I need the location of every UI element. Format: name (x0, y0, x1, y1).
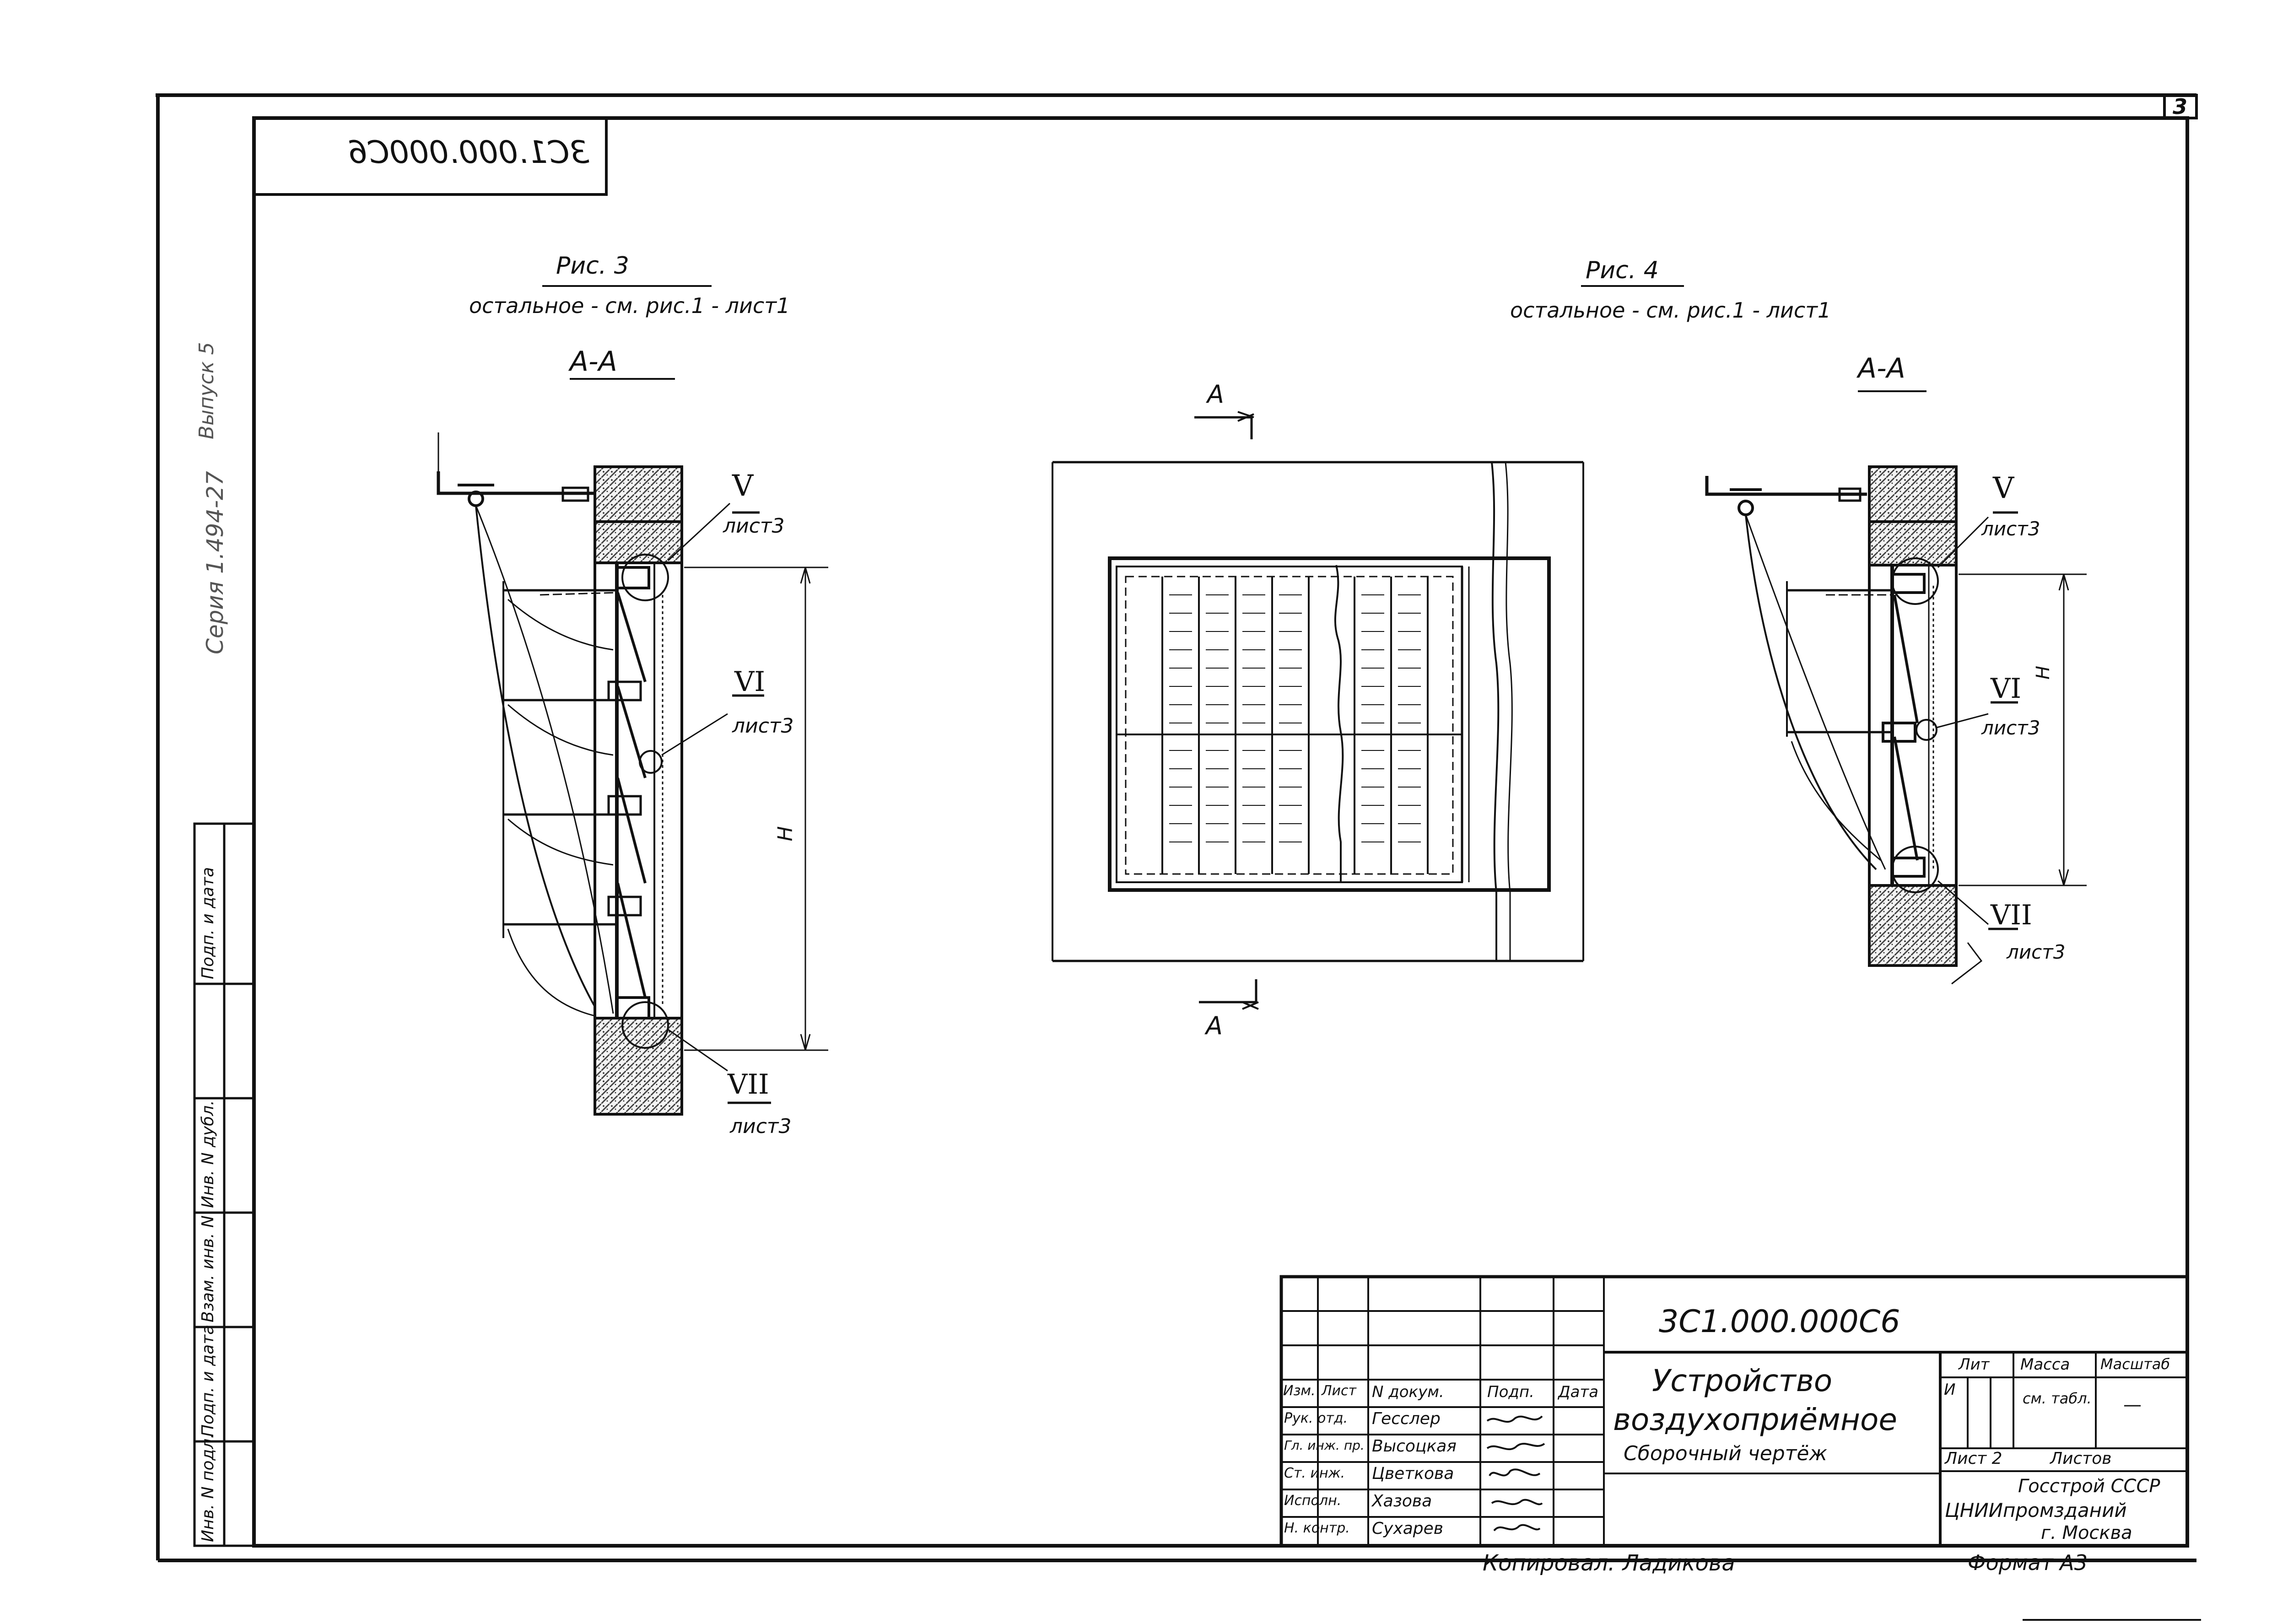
fig4-callout-vii-sheet: лист3 (2007, 941, 2066, 963)
cut-mark-bottom: А (1206, 1011, 1223, 1040)
left-strip-label-1: Инв. N подл. (199, 1433, 217, 1542)
fig4-callout-v: V (1993, 471, 2014, 505)
sheet-number: 3 (2173, 94, 2188, 119)
title-row-3-name: Цветкова (1372, 1464, 1454, 1483)
title-mass-value: см. табл. (2023, 1390, 2092, 1407)
title-header-ndoc: N докум. (1372, 1383, 1444, 1401)
title-row-2-role: Гл. инж. пр. (1284, 1438, 1365, 1453)
left-strip-label-4: Инв. N дубл. (199, 1100, 217, 1208)
title-org-line2: ЦНИИпромзданий (1945, 1499, 2127, 1521)
signatures (1486, 1415, 1545, 1532)
outer-frame (156, 93, 2196, 1562)
left-strip-label-2: Подп. и дата (199, 1324, 217, 1437)
front-view-drawing (1052, 411, 1584, 1010)
fig3-callout-vi-sheet: лист3 (732, 714, 794, 738)
fig4-callout-vi-sheet: лист3 (1981, 717, 2040, 739)
title-header-izm: Изм. (1283, 1383, 1316, 1399)
series-label: Серия 1.494-27 (202, 471, 228, 654)
title-header-data: Дата (1558, 1383, 1599, 1401)
left-strip-table (193, 822, 255, 1547)
fig3-callout-vi: VI (734, 666, 766, 698)
title-row-5-name: Сухарев (1372, 1519, 1444, 1538)
fig4-callout-v-sheet: лист3 (1981, 518, 2040, 540)
left-strip-label-3: Взам. инв. N (199, 1215, 217, 1322)
title-row-4-role: Исполн. (1284, 1493, 1342, 1509)
title-org-line1: Госстрой СССР (2018, 1476, 2160, 1497)
fig3-section-label: А-А (570, 345, 617, 378)
title-col-mass: Масса (2020, 1355, 2070, 1374)
title-sheets-label: Листов (2050, 1449, 2112, 1468)
fig4-section-drawing (1581, 285, 2087, 985)
fig4-callout-vi: VI (1991, 673, 2022, 705)
title-row-2-name: Высоцкая (1372, 1437, 1457, 1456)
fig3-callout-v-sheet: лист3 (723, 514, 785, 538)
title-header-podp: Подп. (1487, 1383, 1534, 1401)
title-name-line1: Устройство (1652, 1363, 1833, 1398)
mirrored-doc-code: 3С1.000.000С6 (348, 135, 589, 171)
title-header-list: Лист (1322, 1383, 1357, 1399)
fig4-title: Рис. 4 (1586, 257, 1659, 284)
fig3-callout-vii: VII (728, 1068, 769, 1101)
fig4-callout-vii: VII (1991, 899, 2032, 931)
fig3-callout-vii-sheet: лист3 (730, 1115, 792, 1138)
fig3-dim-h: Н (773, 826, 797, 842)
title-org-line3: г. Москва (2041, 1522, 2132, 1543)
title-scale-value: — (2123, 1394, 2142, 1415)
fig4-section-label: А-А (1858, 352, 1905, 384)
title-row-3-role: Ст. инж. (1284, 1465, 1345, 1481)
title-lit-value: И (1944, 1381, 1956, 1399)
fig4-dim-h: Н (2033, 665, 2054, 680)
fig3-callout-v: V (732, 469, 754, 503)
cut-mark-top: А (1207, 380, 1224, 409)
title-col-scale: Масштаб (2100, 1355, 2170, 1373)
left-strip-label-5: Подп. и дата (199, 867, 217, 979)
mirrored-code-box (254, 118, 608, 196)
title-name-line3: Сборочный чертёж (1624, 1442, 1828, 1465)
sheet-number-box (2163, 94, 2198, 119)
fig3-title: Рис. 3 (556, 252, 629, 280)
copied-by: Копировал: Ладикова (1483, 1550, 1735, 1576)
title-sheet-label: Лист 2 (1945, 1449, 2002, 1468)
format-label: Формат А3 (1968, 1550, 2088, 1575)
title-row-4-name: Хазова (1372, 1492, 1432, 1511)
title-doc-code: 3С1.000.000С6 (1659, 1304, 1900, 1340)
fig4-note: остальное - см. рис.1 - лист1 (1510, 298, 1831, 323)
fig3-section-drawing (437, 285, 828, 1116)
title-block-grid (1279, 1275, 2189, 1548)
issue-label: Выпуск 5 (195, 342, 218, 439)
title-row-1-role: Рук. отд. (1284, 1410, 1348, 1426)
fig3-note: остальное - см. рис.1 - лист1 (469, 293, 790, 318)
title-row-5-role: Н. контр. (1284, 1520, 1350, 1536)
title-name-line2: воздухоприёмное (1613, 1402, 1897, 1437)
title-row-1-name: Гесслер (1372, 1409, 1441, 1428)
title-col-lit: Лит (1959, 1355, 1990, 1374)
